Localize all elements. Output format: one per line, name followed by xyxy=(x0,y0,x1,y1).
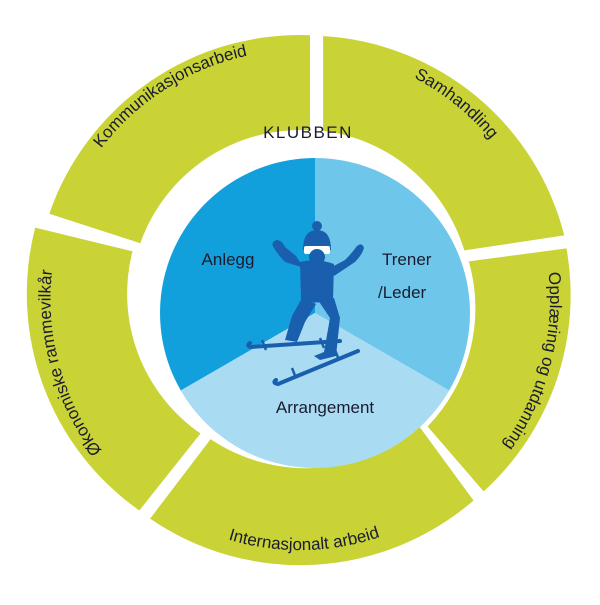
ring-segment-okonomiske xyxy=(26,227,201,511)
pie-label-anlegg: Anlegg xyxy=(202,250,255,269)
pie-segment-trener xyxy=(315,158,470,391)
ring-segment-opplaering xyxy=(427,248,571,492)
center-title: KLUBBEN xyxy=(263,123,353,142)
pie-label-arrangement: Arrangement xyxy=(276,398,375,417)
ring-segment-samhandling xyxy=(323,36,565,251)
pie-segment-anlegg xyxy=(160,158,315,391)
pie-label-trener: Trener xyxy=(382,250,432,269)
ring-segment-internasjonalt xyxy=(150,425,474,566)
skier-icon xyxy=(246,221,364,387)
pie-segment-arrangement xyxy=(180,313,450,468)
pie-label-leder: /Leder xyxy=(378,283,427,302)
outer-ring xyxy=(26,35,571,566)
inner-pie xyxy=(160,158,470,468)
ring-segment-kommunikasjon xyxy=(49,35,311,244)
